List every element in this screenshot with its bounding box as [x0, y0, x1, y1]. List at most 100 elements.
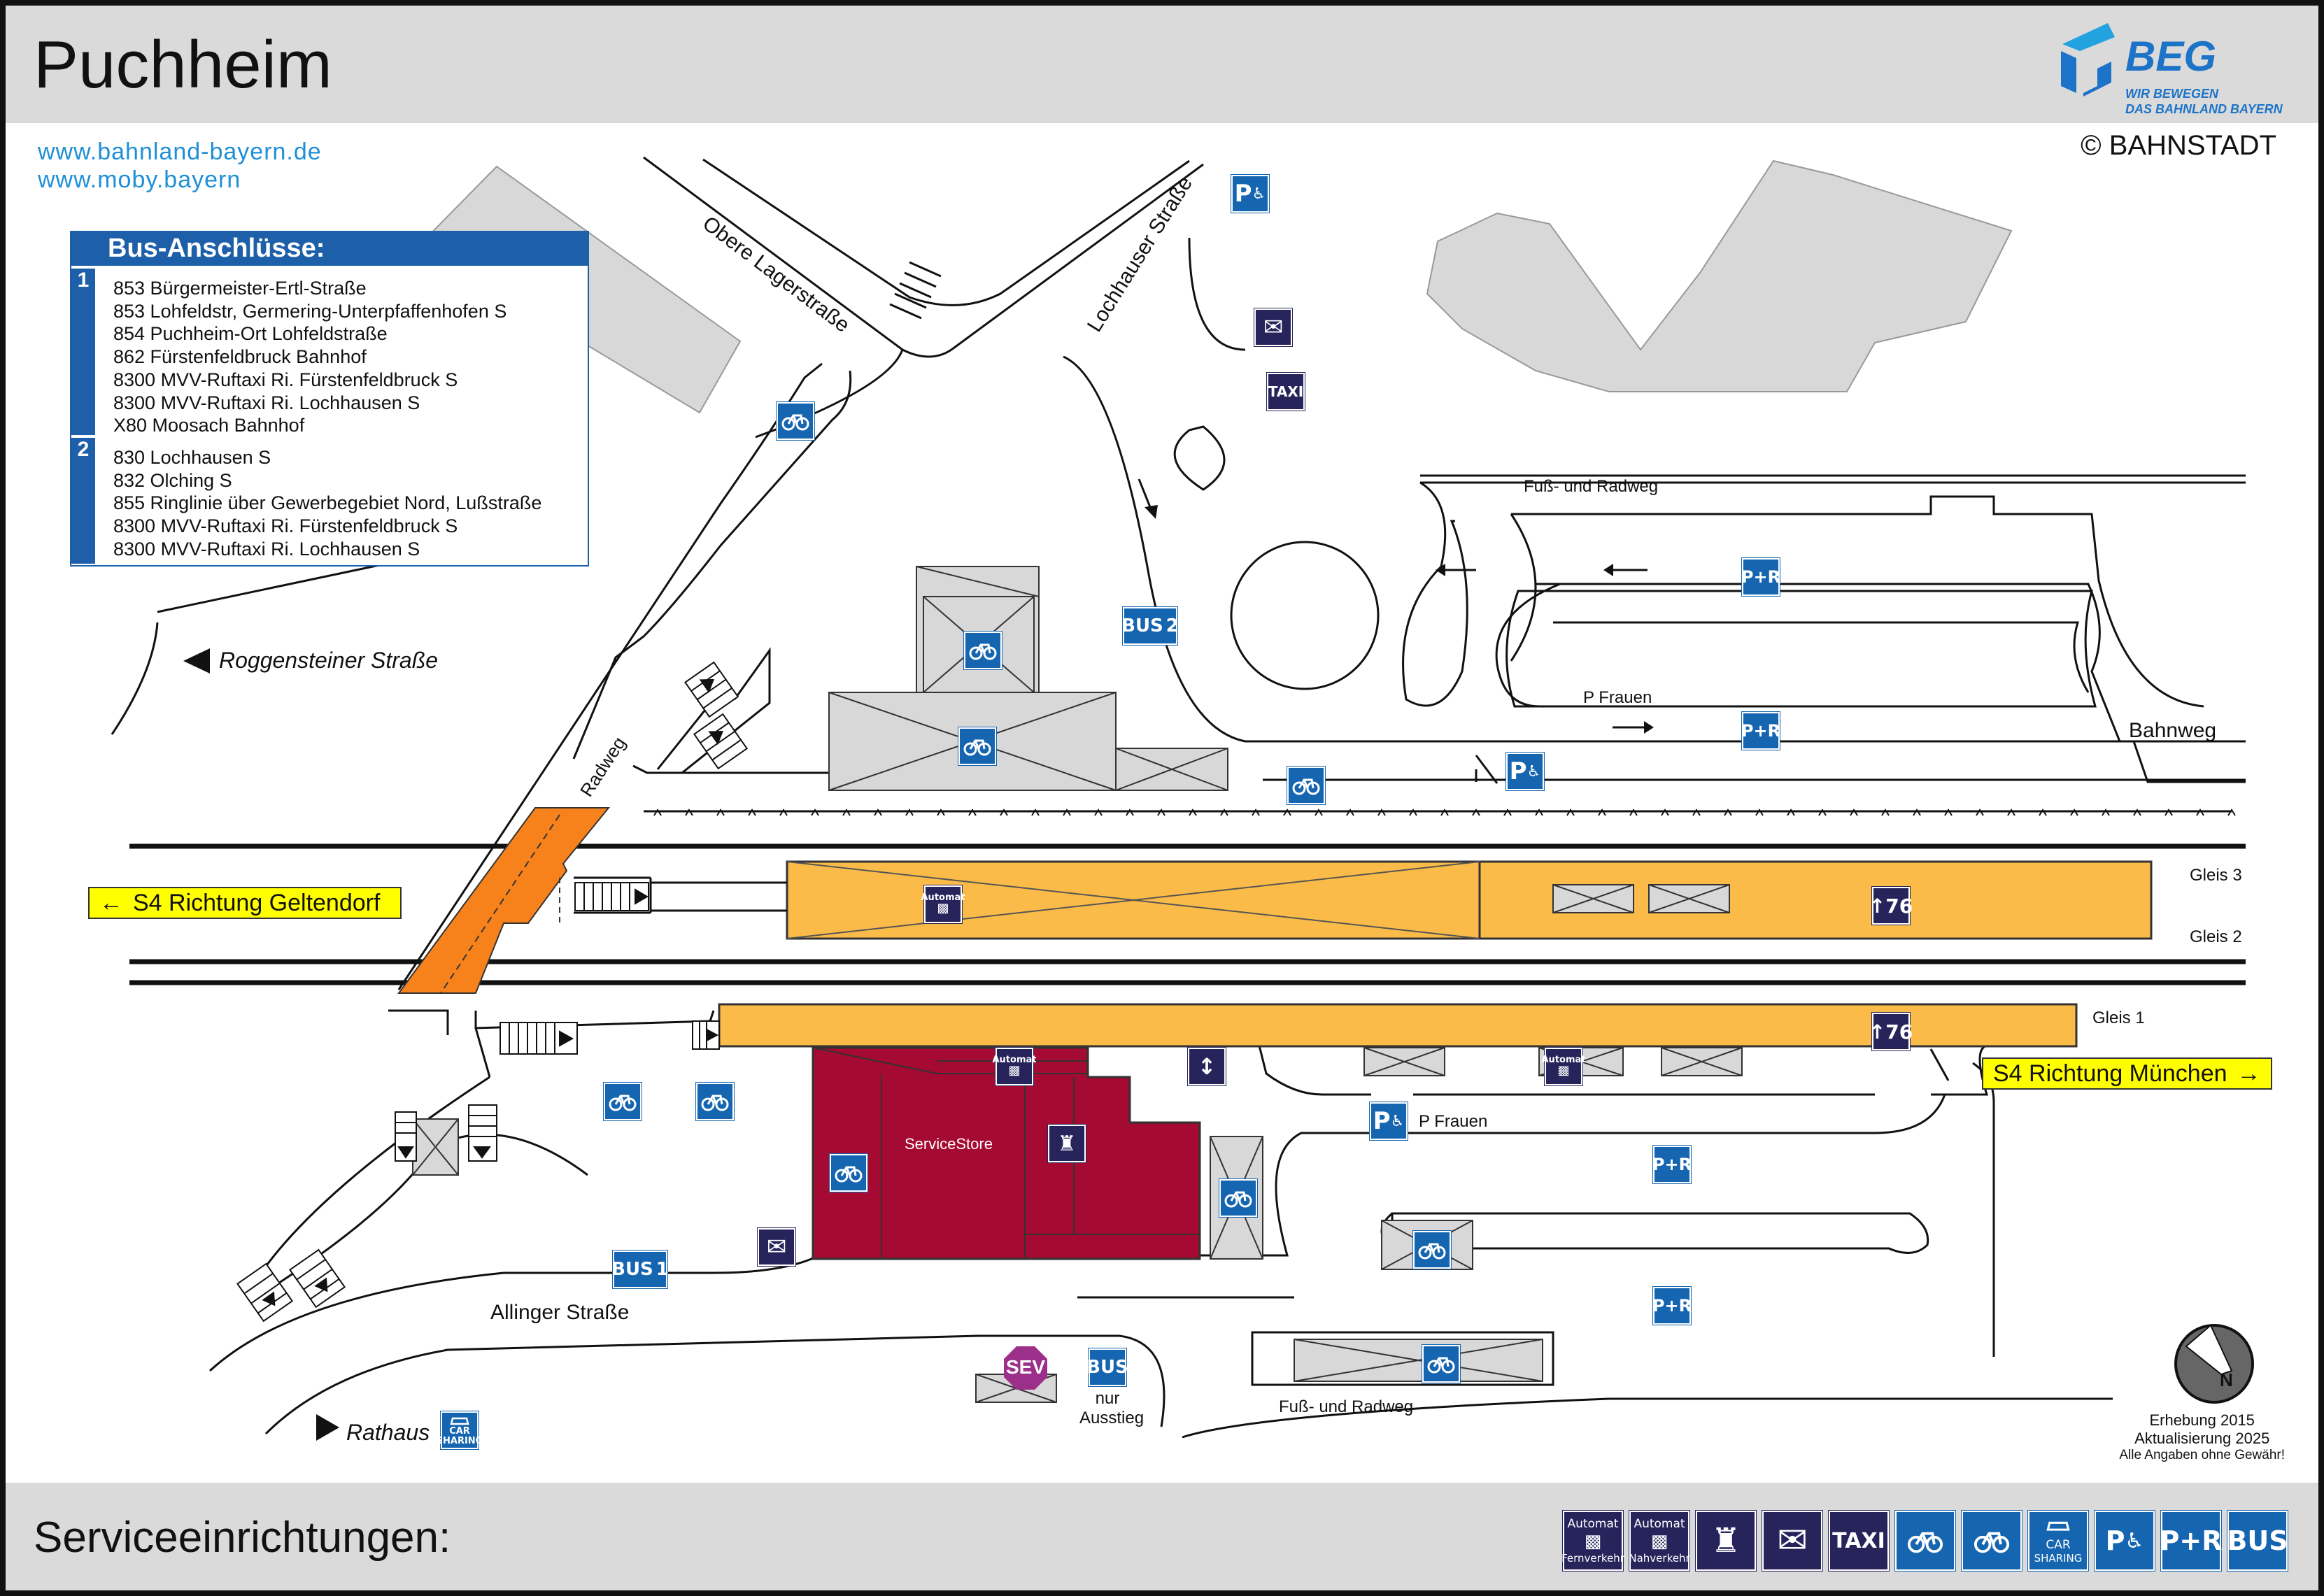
- mailbox-icon: ✉: [1762, 1511, 1822, 1571]
- bus-line: 862 Fürstenfeldbruck Bahnhof: [113, 346, 367, 368]
- pr-text: P+R: [1652, 1155, 1692, 1174]
- pedestrian-bridge: [397, 807, 611, 994]
- wheelchair-icon: ♿: [2125, 1528, 2144, 1553]
- beg-logo: BEG WIR BEWEGEN DAS BAHNLAND BAYERN: [2055, 20, 2286, 124]
- sev-text: SEV: [1005, 1356, 1046, 1378]
- street-rathaus: Rathaus: [346, 1420, 430, 1445]
- automat-fernverkehr-icon: Automat▩Fernverkehr: [1561, 1511, 1624, 1571]
- bus-connections-panel: Bus-Anschlüsse: 1 853 Bürgermeister-Ertl…: [70, 231, 589, 567]
- arrow-left-icon: ←: [99, 889, 123, 916]
- legend-label-bottom: SHARING: [2034, 1552, 2083, 1565]
- bus-group-1-list: 853 Bürgermeister-Ertl-Straße 853 Lohfel…: [113, 277, 506, 437]
- bus-line: 8300 MVV-Ruftaxi Ri. Lochhausen S: [113, 392, 420, 413]
- building-northeast: [1426, 159, 2013, 392]
- disabled-parking-icon: P♿: [2095, 1511, 2155, 1571]
- bus-line: 8300 MVV-Ruftaxi Ri. Fürstenfeldbruck S: [113, 369, 458, 390]
- service-facilities-title: Serviceeinrichtungen:: [34, 1513, 451, 1562]
- mail-glyph: ✉: [1263, 313, 1284, 341]
- legend-label-bottom: Fernverkehr: [1561, 1552, 1624, 1565]
- bus-line: X80 Moosach Bahnhof: [113, 415, 305, 436]
- p-frauen-label-top: P Frauen: [1583, 688, 1652, 707]
- gleis-1-label: Gleis 1: [2092, 1009, 2145, 1027]
- servicestore-label: ServiceStore: [905, 1135, 993, 1153]
- legend-glyph: ▩: [1650, 1531, 1668, 1552]
- bus-line: 853 Bürgermeister-Ertl-Straße: [113, 278, 367, 299]
- bus-text: BUS: [1086, 1357, 1128, 1378]
- gleis-3-label: Gleis 3: [2190, 866, 2242, 885]
- service-counter-icon: ♜: [1048, 1125, 1086, 1162]
- compass-north-label: N: [2220, 1369, 2233, 1390]
- beg-logo-tagline-2: DAS BAHNLAND BAYERN: [2125, 102, 2283, 116]
- street-bahnweg: Bahnweg: [2129, 719, 2217, 742]
- link-moby-bayern[interactable]: www.moby.bayern: [38, 166, 241, 193]
- survey-line-3: Alle Angaben ohne Gewähr!: [2119, 1448, 2285, 1462]
- arrow-right-icon: →: [2237, 1060, 2261, 1087]
- legend-label-top: CAR: [2046, 1538, 2071, 1552]
- legend-text: BUS: [2227, 1525, 2288, 1556]
- taxi-icon: TAXI: [1267, 373, 1305, 411]
- street-roggensteiner-strasse: Roggensteiner Straße: [219, 648, 439, 673]
- servicestore-building: [812, 1046, 1201, 1260]
- station-title: Puchheim: [34, 27, 332, 102]
- elevator-icon: ↕: [1188, 1048, 1226, 1085]
- mail-glyph: ✉: [766, 1233, 787, 1261]
- legend-glyph: ▩: [1584, 1531, 1602, 1552]
- bus-line: 830 Lochhausen S: [113, 447, 271, 468]
- bus-line: 832 Olching S: [113, 469, 232, 491]
- beg-logo-name: BEG: [2125, 33, 2217, 80]
- automat-text: Automat: [921, 892, 965, 903]
- bus-icon: BUS: [2227, 1511, 2288, 1571]
- copyright-bahnstadt: © BAHNSTADT: [2081, 130, 2276, 161]
- bus-group-2-badge: 2: [71, 438, 95, 564]
- bus-line: 853 Lohfeldstr, Germering-Unterpfaffenho…: [113, 300, 507, 322]
- survey-line-1: Erhebung 2015: [2149, 1411, 2255, 1429]
- p-frauen-label-bottom: P Frauen: [1419, 1112, 1488, 1131]
- legend-text: TAXI: [1832, 1528, 1885, 1553]
- bike-parking-covered-icon: [1895, 1511, 1955, 1571]
- park-and-ride-icon: P+R: [1652, 1287, 1692, 1325]
- street-fuss-radweg-bottom: Fuß- und Radweg: [1279, 1397, 1414, 1416]
- gleis-2-label: Gleis 2: [2190, 927, 2242, 946]
- service-counter-icon: ♜: [1696, 1511, 1756, 1571]
- park-and-ride-icon: P+R: [1741, 712, 1780, 750]
- bus-line: 8300 MVV-Ruftaxi Ri. Fürstenfeldbruck S: [113, 515, 458, 537]
- platform-height-icon: ↑76: [1869, 887, 1913, 925]
- bus-stop-number: 2: [1165, 615, 1179, 636]
- ticket-machine-icon: Automat▩: [921, 885, 965, 923]
- nur-ausstieg-line-1: nur: [1095, 1389, 1120, 1408]
- platform-height-value: 76: [1885, 894, 1913, 918]
- park-letter: P: [1509, 757, 1527, 785]
- sev-octagon-icon: [1004, 1346, 1047, 1390]
- bike-parking-icon: [1287, 767, 1325, 804]
- bike-parking-covered-icon: [964, 632, 1002, 669]
- car-sharing-text: SHARING: [436, 1436, 483, 1446]
- automat-text: Automat: [992, 1054, 1037, 1065]
- bike-parking-covered-icon: [1422, 1345, 1460, 1383]
- bike-parking-covered-icon: [1219, 1179, 1257, 1217]
- wheelchair-icon: ♿: [1252, 185, 1266, 203]
- beg-logo-tagline-1: WIR BEWEGEN: [2125, 87, 2218, 101]
- automat-text: Automat: [1541, 1054, 1586, 1065]
- survey-line-2: Aktualisierung 2025: [2134, 1430, 2270, 1447]
- fence-ticks: [653, 808, 2236, 816]
- taxi-text: TAXI: [1268, 383, 1304, 400]
- bus-group-2-list: 830 Lochhausen S 832 Olching S 855 Ringl…: [113, 446, 541, 561]
- bus-group-1-id: 1: [77, 269, 90, 292]
- s4-direction-geltendorf: ←S4 Richtung Geltendorf: [88, 887, 402, 919]
- car-sharing-text: CAR: [449, 1426, 470, 1437]
- header-bar: [6, 6, 2318, 123]
- bus-icon: BUS: [1086, 1348, 1128, 1386]
- mailbox-icon: ✉: [758, 1228, 795, 1266]
- survey-note: Erhebung 2015 Aktualisierung 2025 Alle A…: [2119, 1411, 2285, 1463]
- link-bahnland-bayern[interactable]: www.bahnland-bayern.de: [38, 138, 322, 165]
- street-allinger-strasse: Allinger Straße: [490, 1301, 630, 1324]
- bus-line: 8300 MVV-Ruftaxi Ri. Lochhausen S: [113, 538, 420, 560]
- ticket-machine-icon: Automat▩: [1542, 1048, 1586, 1085]
- bus-group-1-badge: 1: [71, 269, 95, 435]
- platform-height-value: 76: [1885, 1020, 1913, 1043]
- park-letter: P: [1234, 180, 1252, 208]
